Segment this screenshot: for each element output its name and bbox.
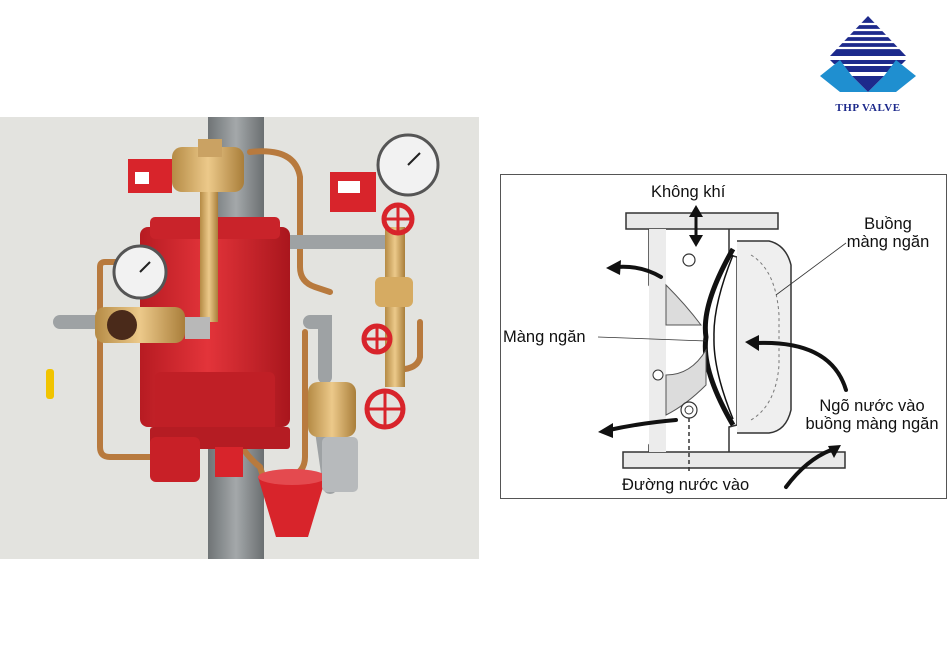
diaphragm-valve-cross-section (597, 205, 848, 489)
thp-valve-logo: THP VALVE (818, 14, 918, 118)
label-diaphragm: Màng ngăn (503, 328, 586, 346)
label-air: Không khí (651, 183, 726, 201)
label-chamber-inlet-line1: Ngõ nước vào (819, 397, 925, 415)
thp-valve-logo-icon (820, 16, 916, 92)
label-chamber-line1: Buồng (864, 215, 912, 233)
label-chamber: Buồng màng ngăn (838, 215, 938, 251)
deluge-valve-photo (0, 117, 479, 559)
diaphragm-diagram: Không khí Buồng màng ngăn Màng ngăn Ngõ … (500, 174, 947, 499)
label-water-inlet: Đường nước vào (622, 476, 750, 494)
deluge-valve-illustration (46, 117, 440, 559)
label-chamber-inlet: Ngõ nước vào buồng màng ngăn (797, 397, 947, 433)
label-chamber-inlet-line2: buồng màng ngăn (805, 415, 939, 433)
logo-text: THP VALVE (835, 102, 901, 114)
label-chamber-line2: màng ngăn (846, 233, 930, 251)
